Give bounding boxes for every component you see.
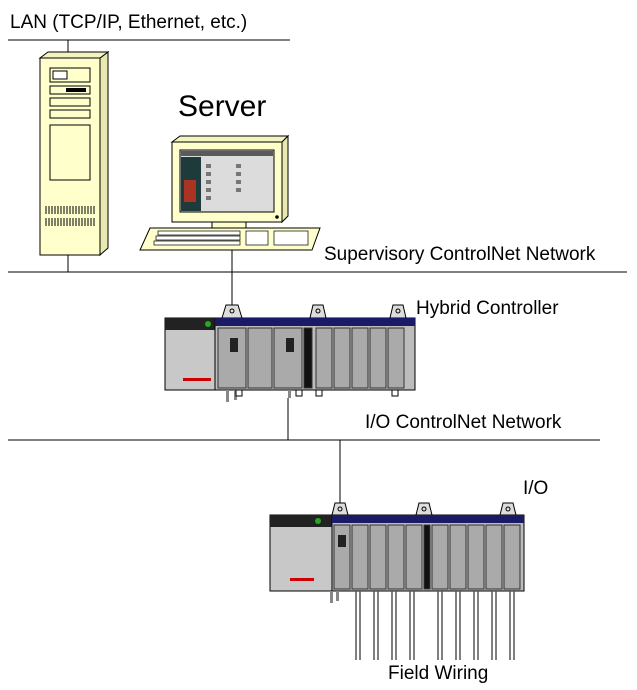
server-tower-icon xyxy=(38,51,110,257)
lan-label: LAN (TCP/IP, Ethernet, etc.) xyxy=(10,12,248,33)
hybrid-controller-label: Hybrid Controller xyxy=(416,298,559,319)
supervisory-network-label: Supervisory ControlNet Network xyxy=(324,244,596,265)
field-wiring-label: Field Wiring xyxy=(388,663,489,684)
io-chassis-icon xyxy=(269,502,525,603)
server-label: Server xyxy=(178,90,267,123)
keyboard-icon xyxy=(139,227,321,251)
controller-chassis-icon xyxy=(164,304,416,402)
io-network-label: I/O ControlNet Network xyxy=(365,412,562,433)
workstation-icon xyxy=(170,134,290,229)
io-label: I/O xyxy=(523,478,549,499)
field-wiring-icon xyxy=(355,591,515,660)
